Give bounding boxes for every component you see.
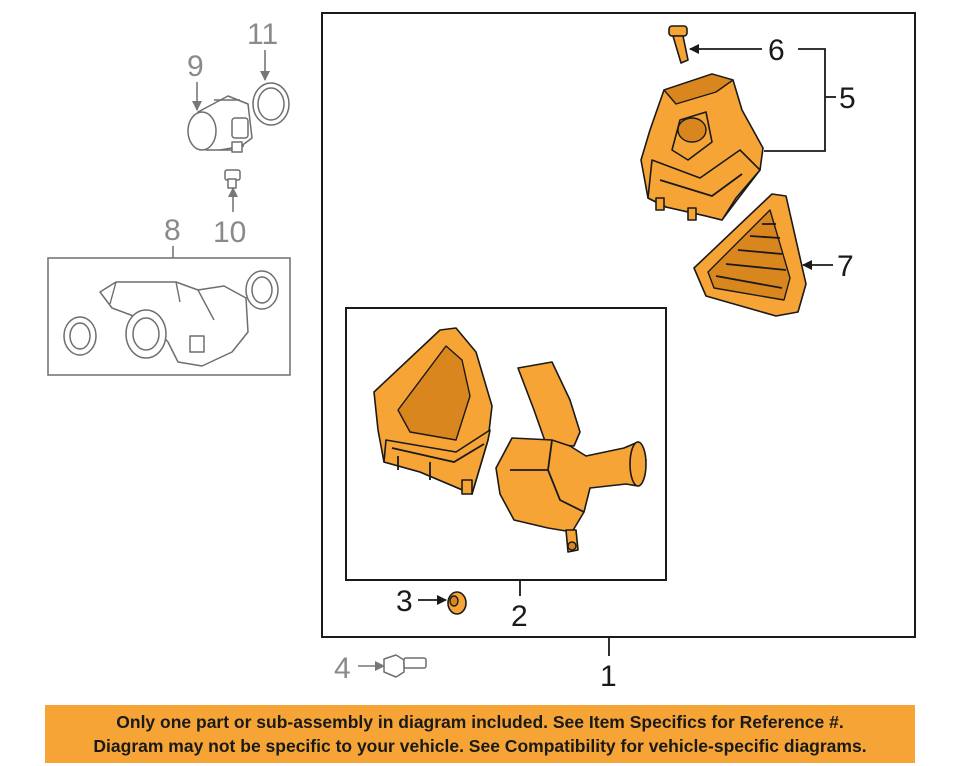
grommet-part — [447, 591, 467, 615]
notice-line-2: Diagram may not be specific to your vehi… — [93, 736, 867, 756]
callout-1: 1 — [600, 660, 617, 693]
lower-housing-part — [373, 327, 493, 495]
callout-3: 3 — [396, 585, 413, 618]
callout-6: 6 — [768, 34, 785, 67]
sensor-screw-part — [224, 169, 241, 189]
callout-4: 4 — [334, 652, 351, 685]
notice-banner: Only one part or sub-assembly in diagram… — [45, 705, 915, 763]
callout-2: 2 — [511, 600, 528, 633]
intake-hose-part — [63, 270, 279, 367]
air-cleaner-cover-part — [640, 73, 764, 221]
assembly-box — [321, 12, 916, 638]
gasket-part — [252, 82, 290, 126]
callout-8: 8 — [164, 214, 181, 247]
parts-diagram: 9 11 10 8 4 6 5 7 3 2 1 — [47, 12, 916, 693]
callout-11: 11 — [247, 18, 278, 51]
bolt-part — [383, 654, 427, 678]
subassembly-box — [345, 307, 667, 581]
leader-5-bracket — [764, 48, 826, 152]
notice-line-1: Only one part or sub-assembly in diagram… — [116, 712, 844, 732]
callout-7: 7 — [837, 250, 854, 283]
hose-kit-box — [47, 257, 291, 376]
callout-5: 5 — [839, 82, 856, 115]
intake-duct-part — [495, 361, 647, 553]
maf-sensor-part — [187, 95, 253, 153]
air-filter-part — [693, 193, 807, 317]
callout-9: 9 — [187, 50, 204, 83]
callout-10: 10 — [213, 216, 246, 249]
cover-screw-part — [668, 25, 689, 64]
